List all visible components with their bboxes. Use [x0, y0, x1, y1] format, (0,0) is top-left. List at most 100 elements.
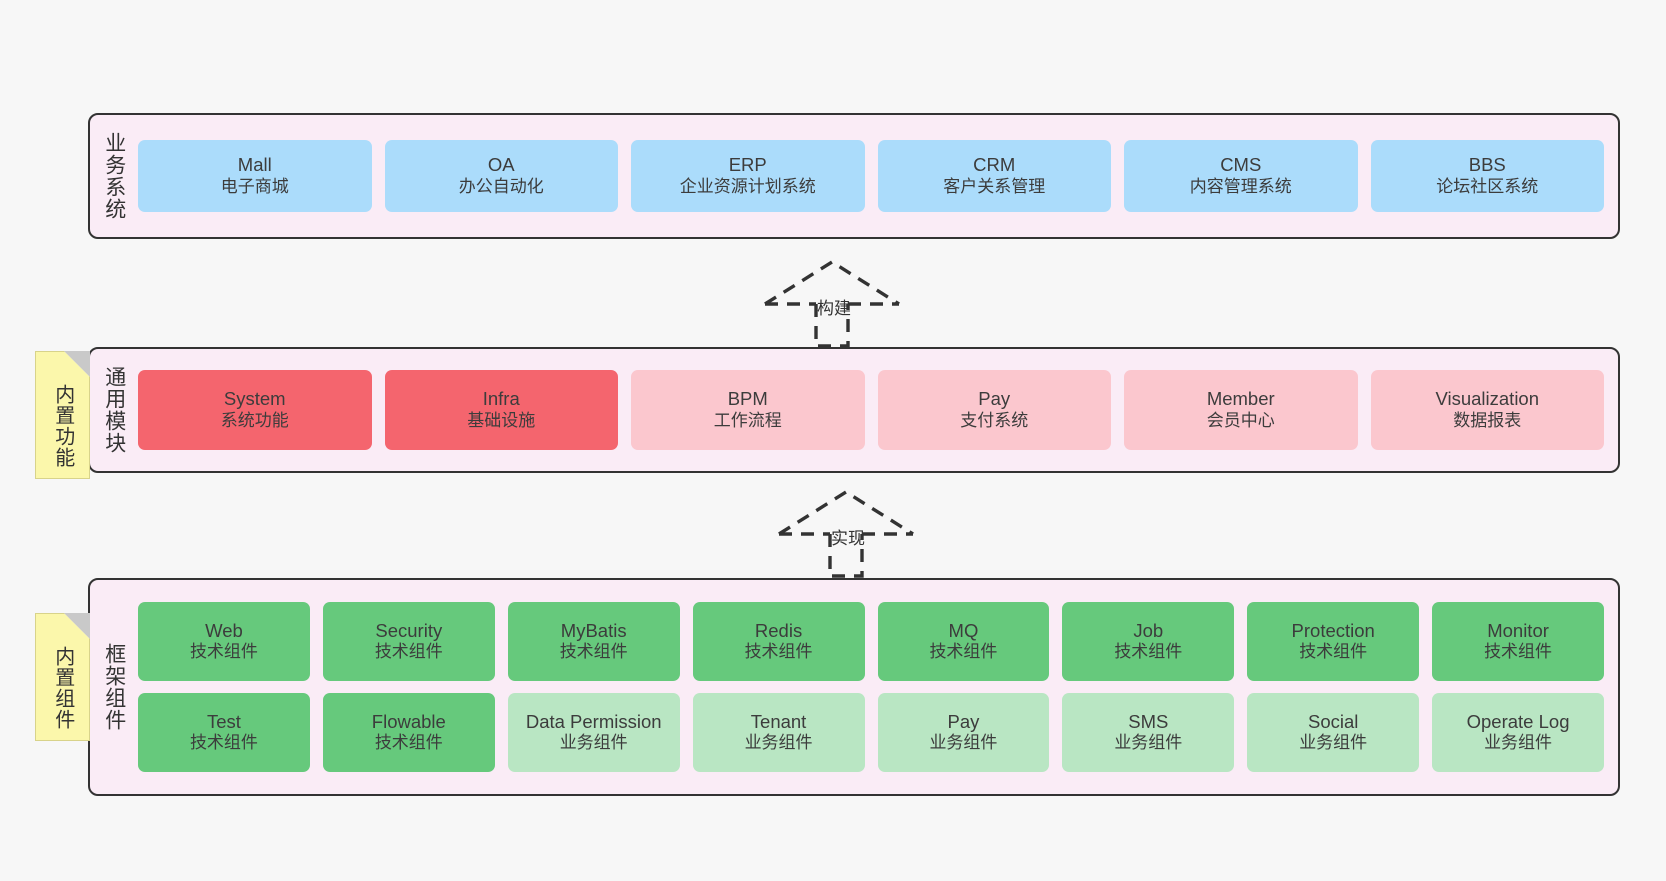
node-subtitle: 技术组件	[1484, 642, 1553, 662]
node-bbs[interactable]: BBS 论坛社区系统	[1370, 140, 1604, 212]
sticky-note-label: 内置功能	[51, 384, 74, 468]
sticky-note-builtin-component: 内置组件	[35, 613, 90, 741]
node-mall[interactable]: Mall 电子商城	[138, 140, 372, 212]
node-visualization[interactable]: Visualization 数据报表	[1370, 370, 1604, 450]
node-title: System	[223, 388, 286, 410]
node-subtitle: 系统功能	[220, 410, 289, 430]
arrow-build-label: 构建	[817, 299, 851, 318]
node-title: Social	[1307, 710, 1359, 732]
layer-body-common-module: System 系统功能 Infra 基础设施 BPM 工作流程 Pay 支付系统…	[130, 349, 1618, 471]
node-sms[interactable]: SMS 业务组件	[1062, 693, 1235, 772]
node-social[interactable]: Social 业务组件	[1247, 693, 1420, 772]
node-title: ERP	[728, 154, 767, 176]
node-subtitle: 业务组件	[1484, 733, 1553, 753]
node-title: Mall	[237, 154, 272, 176]
node-subtitle: 数据报表	[1453, 410, 1522, 430]
node-title: Protection	[1291, 619, 1375, 641]
node-job[interactable]: Job 技术组件	[1062, 602, 1235, 681]
node-member[interactable]: Member 会员中心	[1124, 370, 1358, 450]
node-subtitle: 电子商城	[220, 176, 289, 196]
node-subtitle: 技术组件	[189, 642, 258, 662]
layer-label-business-system: 业务系统	[102, 132, 126, 220]
node-mq[interactable]: MQ 技术组件	[877, 602, 1050, 681]
node-data-permission[interactable]: Data Permission 业务组件	[507, 693, 680, 772]
arrow-implement-label: 实现	[831, 529, 865, 548]
node-erp[interactable]: ERP 企业资源计划系统	[631, 140, 865, 212]
node-subtitle: 会员中心	[1206, 410, 1275, 430]
layer-business-system: 业务系统 Mall 电子商城 OA 办公自动化 ERP 企业资源计划系统 CRM…	[88, 113, 1620, 239]
node-title: Flowable	[371, 710, 446, 732]
node-subtitle: 工作流程	[713, 410, 782, 430]
layer-label-common-module: 通用模块	[102, 366, 126, 454]
node-subtitle: 技术组件	[559, 642, 628, 662]
node-subtitle: 办公自动化	[458, 176, 544, 196]
layer-body-business-system: Mall 电子商城 OA 办公自动化 ERP 企业资源计划系统 CRM 客户关系…	[130, 115, 1618, 237]
layer-body-framework-component: Web 技术组件 Security 技术组件 MyBatis 技术组件 Redi…	[130, 580, 1618, 794]
node-redis[interactable]: Redis 技术组件	[692, 602, 865, 681]
node-title: CMS	[1220, 154, 1262, 176]
node-subtitle: 业务组件	[929, 733, 998, 753]
layer-common-module: 通用模块 System 系统功能 Infra 基础设施 BPM 工作流程 Pay…	[88, 347, 1620, 473]
node-crm[interactable]: CRM 客户关系管理	[877, 140, 1111, 212]
node-title: Test	[206, 710, 241, 732]
node-security[interactable]: Security 技术组件	[322, 602, 495, 681]
node-title: Visualization	[1435, 388, 1540, 410]
sticky-note-builtin-feature: 内置功能	[35, 351, 90, 479]
node-title: Web	[205, 619, 243, 641]
node-title: Security	[375, 619, 443, 641]
node-mybatis[interactable]: MyBatis 技术组件	[507, 602, 680, 681]
arrow-build: 构建	[757, 258, 907, 348]
sticky-note-label: 内置组件	[51, 646, 74, 730]
node-cms[interactable]: CMS 内容管理系统	[1124, 140, 1358, 212]
node-subtitle: 业务组件	[1299, 733, 1368, 753]
node-title: Operate Log	[1466, 710, 1570, 732]
node-system[interactable]: System 系统功能	[138, 370, 372, 450]
node-subtitle: 基础设施	[467, 410, 536, 430]
node-title: Tenant	[750, 710, 807, 732]
node-subtitle: 技术组件	[929, 642, 998, 662]
node-subtitle: 业务组件	[559, 733, 628, 753]
layer-label-framework-component: 框架组件	[102, 643, 126, 731]
node-title: Member	[1206, 388, 1275, 410]
node-title: Job	[1133, 619, 1164, 641]
node-subtitle: 企业资源计划系统	[679, 176, 816, 196]
node-subtitle: 内容管理系统	[1189, 176, 1292, 196]
node-title: Data Permission	[525, 710, 662, 732]
node-title: OA	[487, 154, 515, 176]
layer-row: Test 技术组件 Flowable 技术组件 Data Permission …	[138, 693, 1604, 772]
node-title: MQ	[948, 619, 979, 641]
layer-row: System 系统功能 Infra 基础设施 BPM 工作流程 Pay 支付系统…	[138, 370, 1604, 450]
node-flowable[interactable]: Flowable 技术组件	[322, 693, 495, 772]
arrow-implement-icon	[778, 489, 914, 578]
node-pay[interactable]: Pay 支付系统	[877, 370, 1111, 450]
node-title: BPM	[727, 388, 768, 410]
node-subtitle: 论坛社区系统	[1436, 176, 1539, 196]
node-web[interactable]: Web 技术组件	[138, 602, 310, 681]
node-subtitle: 技术组件	[189, 733, 258, 753]
node-oa[interactable]: OA 办公自动化	[384, 140, 618, 212]
node-title: Redis	[754, 619, 803, 641]
node-title: Pay	[978, 388, 1011, 410]
node-title: Monitor	[1487, 619, 1549, 641]
node-pay-business[interactable]: Pay 业务组件	[877, 693, 1050, 772]
layer-framework-component: 框架组件 Web 技术组件 Security 技术组件 MyBatis 技术组件…	[88, 578, 1620, 796]
node-protection[interactable]: Protection 技术组件	[1247, 602, 1420, 681]
node-subtitle: 技术组件	[374, 642, 443, 662]
node-bpm[interactable]: BPM 工作流程	[631, 370, 865, 450]
node-title: MyBatis	[560, 619, 627, 641]
node-infra[interactable]: Infra 基础设施	[384, 370, 618, 450]
node-subtitle: 技术组件	[744, 642, 813, 662]
node-subtitle: 技术组件	[1299, 642, 1368, 662]
node-subtitle: 支付系统	[960, 410, 1029, 430]
node-monitor[interactable]: Monitor 技术组件	[1432, 602, 1604, 681]
node-title: BBS	[1468, 154, 1506, 176]
node-test[interactable]: Test 技术组件	[138, 693, 310, 772]
node-operate-log[interactable]: Operate Log 业务组件	[1432, 693, 1604, 772]
node-subtitle: 业务组件	[1114, 733, 1183, 753]
layer-row: Web 技术组件 Security 技术组件 MyBatis 技术组件 Redi…	[138, 602, 1604, 681]
node-title: Infra	[482, 388, 520, 410]
node-subtitle: 业务组件	[744, 733, 813, 753]
node-tenant[interactable]: Tenant 业务组件	[692, 693, 865, 772]
node-subtitle: 客户关系管理	[943, 176, 1046, 196]
